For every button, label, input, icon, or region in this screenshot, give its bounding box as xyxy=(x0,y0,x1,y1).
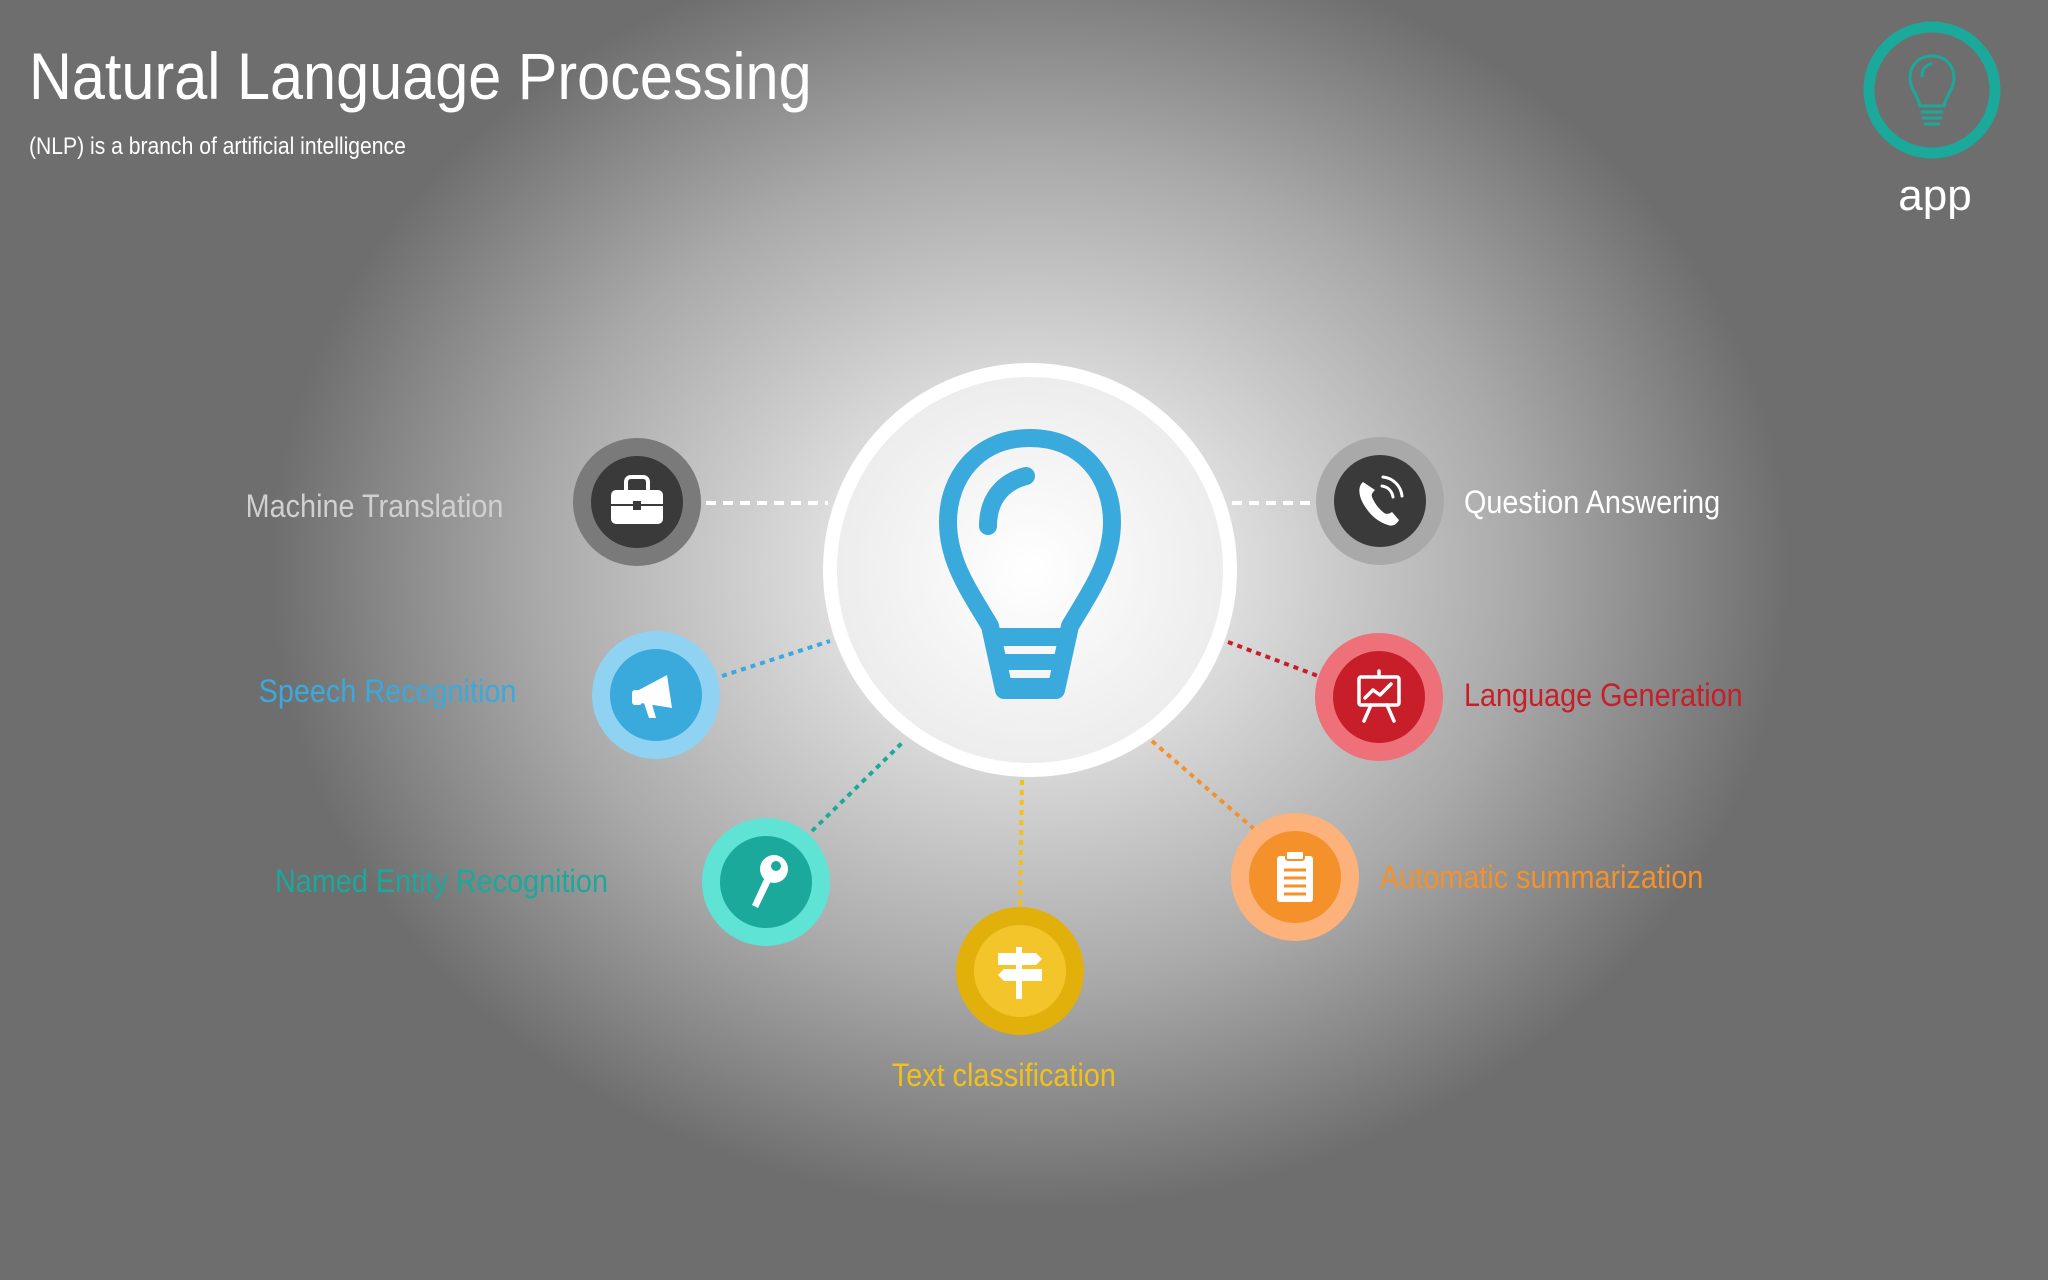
app-label: app xyxy=(1898,171,1972,220)
megaphone-icon xyxy=(632,675,672,718)
page-title: Natural Language Processing xyxy=(29,39,812,113)
page-subtitle: (NLP) is a branch of artificial intellig… xyxy=(29,133,406,160)
node-machine-translation[interactable] xyxy=(573,438,701,566)
node-question-answering[interactable] xyxy=(1316,437,1444,565)
clipboard-icon xyxy=(1277,850,1313,902)
presentation-board-icon xyxy=(1357,669,1401,723)
connector-speech-recognition xyxy=(721,639,831,678)
connector-language-generation xyxy=(1227,640,1319,678)
app-logo[interactable] xyxy=(1862,20,2002,160)
key-icon xyxy=(752,855,788,908)
label-question-answering: Question Answering xyxy=(1464,484,1721,520)
connector-text-classification xyxy=(1018,779,1024,907)
phone-icon xyxy=(1359,475,1404,526)
node-automatic-summarization[interactable] xyxy=(1231,813,1359,941)
connector-named-entity-recognition xyxy=(810,739,906,833)
center-hub xyxy=(823,363,1237,777)
briefcase-icon xyxy=(611,475,663,524)
connectors xyxy=(706,501,1319,907)
node-text-classification[interactable] xyxy=(956,907,1084,1035)
label-machine-translation: Machine Translation xyxy=(245,488,503,524)
label-automatic-summarization: Automatic summarization xyxy=(1380,859,1704,895)
label-text-classification: Text classification xyxy=(891,1057,1116,1093)
label-named-entity-recognition: Named Entity Recognition xyxy=(275,863,608,899)
label-speech-recognition: Speech Recognition xyxy=(258,673,516,709)
connector-automatic-summarization xyxy=(1150,739,1256,831)
lightbulb-icon xyxy=(1908,54,1956,126)
node-named-entity-recognition[interactable] xyxy=(702,818,830,946)
node-speech-recognition[interactable] xyxy=(592,631,720,759)
label-language-generation: Language Generation xyxy=(1464,677,1743,713)
signpost-icon xyxy=(998,947,1042,999)
node-language-generation[interactable] xyxy=(1315,633,1443,761)
